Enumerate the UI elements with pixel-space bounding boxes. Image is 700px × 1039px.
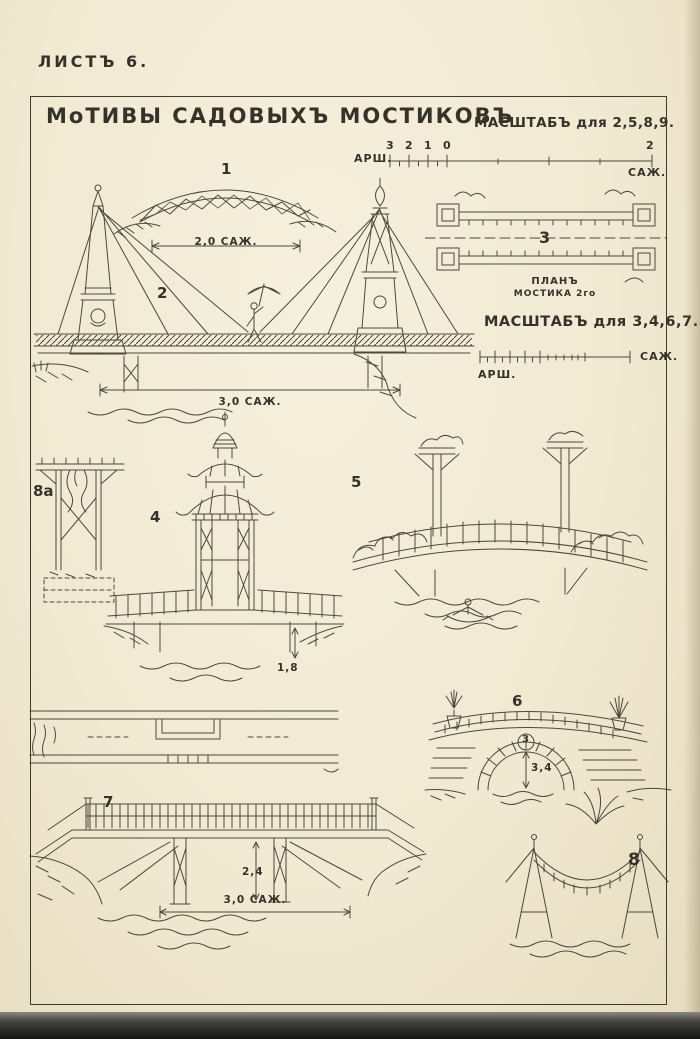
figure-7-height-dimension: 2,4 bbox=[242, 866, 264, 878]
plate-title: МоТИВЫ САДОВЫХЪ МОСТИКОВЪ bbox=[46, 104, 515, 128]
figure-7-drawing bbox=[29, 797, 427, 950]
scale2-caption: МАСШТАБЪ для 3,4,6,7. bbox=[484, 314, 699, 330]
scale2-bar bbox=[479, 350, 631, 364]
scale1-tick-3: 3 bbox=[386, 139, 394, 152]
figure-2-drawing bbox=[31, 177, 475, 424]
scan-bottom-band bbox=[0, 1012, 700, 1039]
figure-8a-number: 8а bbox=[33, 482, 54, 500]
scale1-sazhen-label: САЖ. bbox=[628, 166, 667, 179]
figure-4-drawing bbox=[103, 411, 345, 682]
scale1-tick-0: 0 bbox=[443, 139, 451, 152]
figure-4-number: 4 bbox=[150, 508, 161, 526]
figure-3-drawing bbox=[425, 189, 667, 283]
sheet-label: ЛИСТЪ 6. bbox=[38, 52, 150, 71]
figure-4-plan-drawing bbox=[29, 710, 339, 773]
scale1-tick-right: 2 bbox=[646, 139, 654, 152]
figure-3-caption-line1: ПЛАНЪ bbox=[531, 276, 579, 287]
figure-1-number: 1 bbox=[221, 160, 232, 178]
figure-5-number: 5 bbox=[351, 473, 362, 491]
figure-8a-drawing bbox=[35, 457, 125, 603]
figure-5-drawing bbox=[352, 430, 648, 630]
figure-3-number: 3 bbox=[539, 228, 551, 247]
page-edge-shading bbox=[684, 0, 700, 1039]
scale1-bar bbox=[389, 154, 653, 168]
figure-8-drawing bbox=[505, 787, 669, 958]
scale1-arshin-label: АРШ. bbox=[354, 152, 393, 165]
figure-7-number: 7 bbox=[103, 793, 114, 811]
figure-6-drawing bbox=[424, 689, 672, 805]
figure-7-span-dimension: 3,0 САЖ. bbox=[223, 894, 287, 906]
figure-4-height-dimension: 1,8 bbox=[277, 662, 299, 674]
scale2-arshin-label: АРШ. bbox=[478, 368, 517, 381]
scale1-tick-2: 2 bbox=[405, 139, 413, 152]
figure-8-number: 8 bbox=[628, 850, 640, 870]
figure-1-span-dimension: 2,0 САЖ. bbox=[194, 236, 258, 248]
scale1-caption: МАСШТАБЪ для 2,5,8,9. bbox=[474, 115, 675, 131]
figure-1-drawing bbox=[113, 189, 337, 253]
figure-3-caption-line2: МОСТИКА 2го bbox=[513, 289, 597, 299]
scale2-sazhen-label: САЖ. bbox=[640, 350, 679, 363]
figure-6-number: 6 bbox=[512, 692, 523, 710]
scale1-tick-1: 1 bbox=[424, 139, 432, 152]
figure-6-width-dimension: 3,4 bbox=[531, 762, 553, 774]
figure-2-span-dimension: 3,0 САЖ. bbox=[218, 396, 282, 408]
figure-6-keystone-number: 3 bbox=[522, 734, 530, 745]
plate-frame bbox=[30, 96, 667, 1005]
figure-2-number: 2 bbox=[157, 284, 168, 302]
figure-3-caption: ПЛАНЪ МОСТИКА 2го bbox=[500, 276, 610, 300]
